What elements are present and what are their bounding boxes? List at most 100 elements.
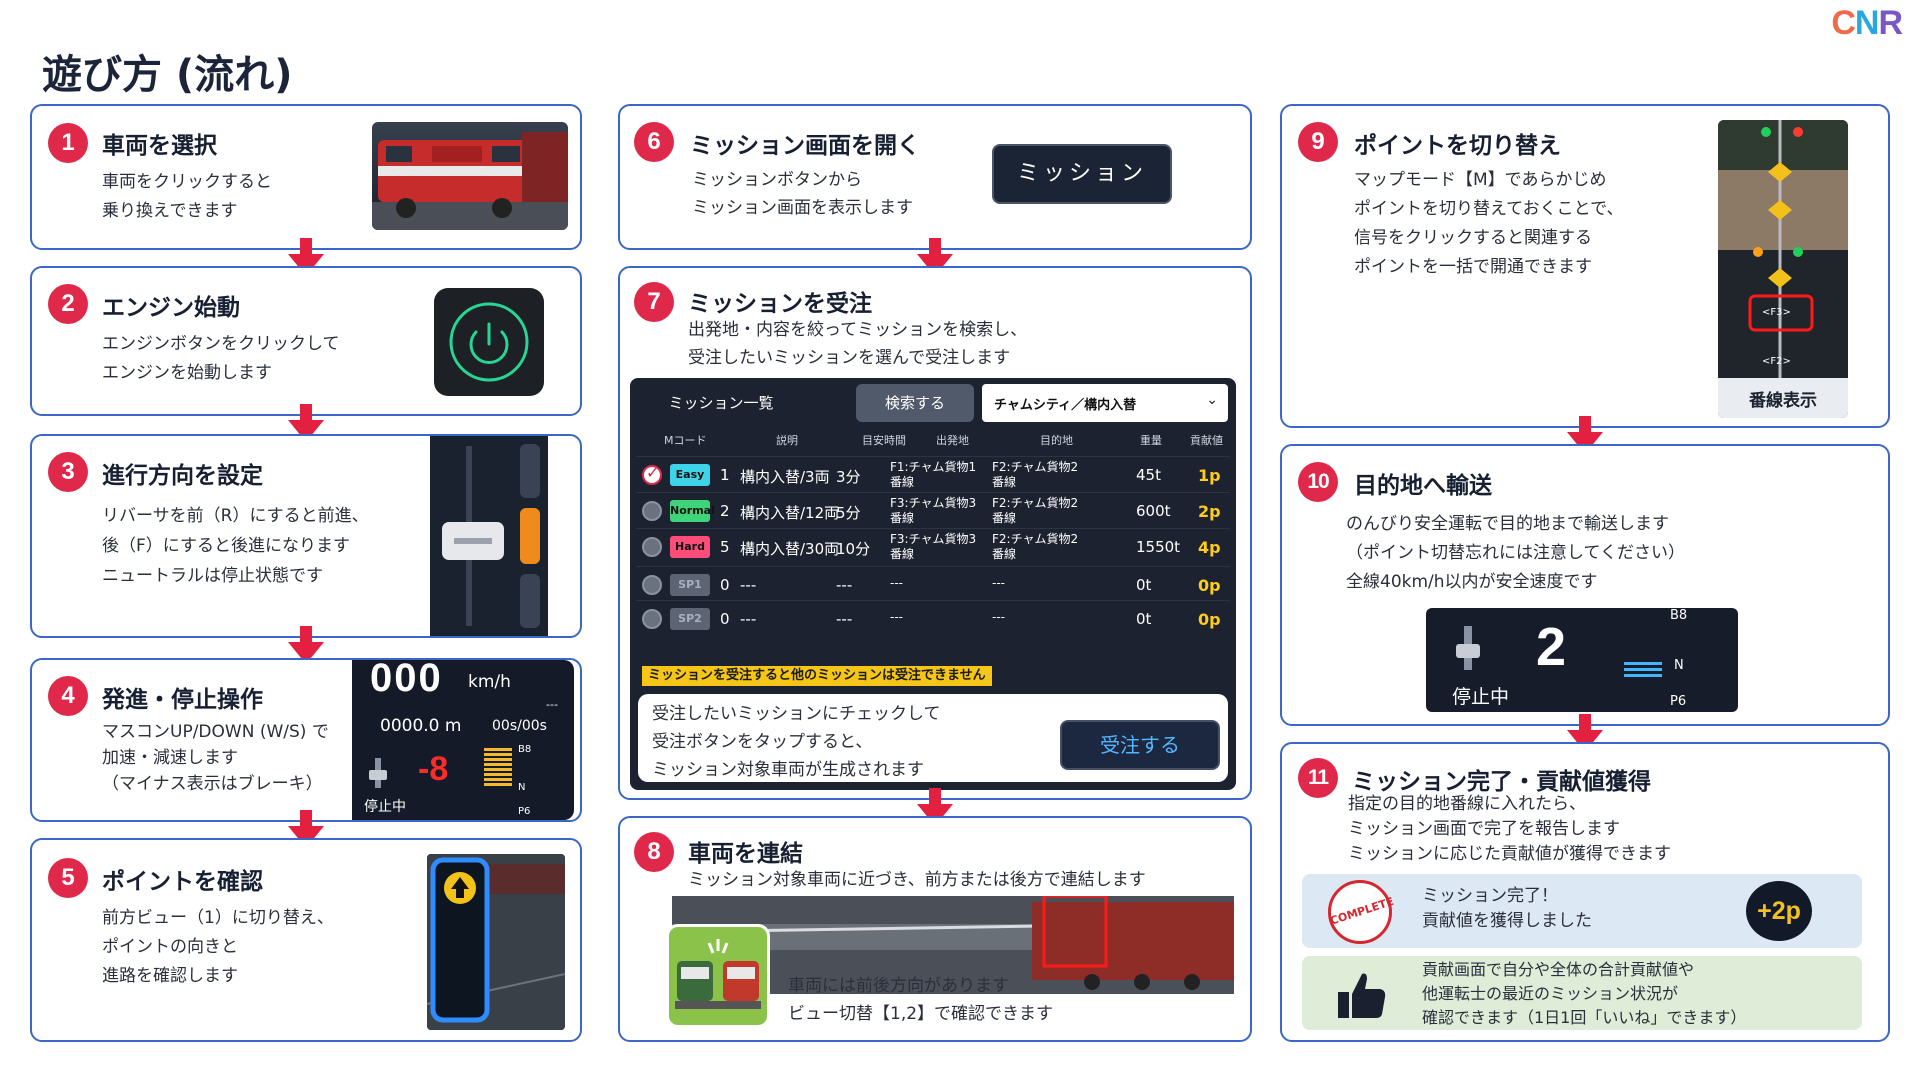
complete-msg-line: ミッション完了！ (1422, 886, 1558, 906)
accept-desc-line: 受注ボタンをタップすると、 (652, 732, 873, 752)
mission-checkbox[interactable]: ✓ (642, 463, 662, 485)
step-desc-line: ニュートラルは停止状態です (102, 566, 323, 586)
mission-checkbox[interactable] (642, 537, 662, 557)
difficulty-badge: SP2 (670, 608, 710, 630)
step-desc-line: ミッション対象車両に近づき、前方または後方で連結します (688, 870, 1146, 890)
train-image (372, 122, 568, 230)
mission-from: 番線 (890, 475, 915, 489)
mission-points: 2p (1198, 502, 1221, 521)
step-card-1: 1 車両を選択 車両をクリックすると 乗り換えできます (30, 104, 582, 250)
step-number: 3 (48, 452, 88, 492)
mission-checkbox[interactable] (642, 575, 662, 595)
step-title: ミッションを受注 (688, 291, 872, 317)
distance-readout: 0000.0 m (380, 716, 462, 736)
driving-hud: 000 km/h --- 0000.0 m 00s/00s -8 B8 N P6… (352, 660, 574, 820)
mission-checkbox[interactable] (642, 609, 662, 629)
mission-to: F2:チャム貨物2 (992, 496, 1079, 510)
step-title: エンジン始動 (102, 295, 240, 321)
mission-weight: 0t (1136, 610, 1152, 628)
mission-code: 2 (720, 502, 730, 520)
step-card-6: 6 ミッション画面を開く ミッションボタンから ミッション画面を表示します ミッ… (618, 104, 1252, 250)
step-desc-line: ポイントを一括で開通できます (1354, 257, 1592, 277)
step-number: 4 (48, 676, 88, 716)
mission-to: F2:チャム貨物2 (992, 532, 1079, 546)
mission-points: 4p (1198, 538, 1221, 557)
mission-from: F3:チャム貨物3 (890, 496, 977, 510)
notch-n: N (1674, 658, 1684, 673)
point-view-image (427, 854, 565, 1030)
tab-mission-list[interactable]: ミッション一覧 (634, 384, 808, 422)
filter-select[interactable]: チャムシティ／構内入替 ⌄ (982, 384, 1228, 422)
step-desc-line: のんびり安全運転で目的地まで輸送します (1346, 514, 1669, 534)
mission-from: --- (890, 576, 903, 590)
notch-p6: P6 (1670, 694, 1687, 709)
driving-hud: 2 停止中 B8 N P6 (1426, 608, 1738, 712)
step-number: 10 (1298, 462, 1338, 502)
mission-time: --- (836, 610, 853, 628)
community-msg-line: 確認できます（1日1回「いいね」できます） (1422, 1008, 1747, 1027)
mission-code: 0 (720, 610, 730, 628)
mission-desc: --- (740, 576, 757, 594)
step-title: 車両を連結 (688, 841, 803, 867)
check-icon: ✓ (646, 463, 660, 482)
map-f2-label: <F2> (1762, 356, 1791, 367)
step-card-7: 7 ミッションを受注 出発地・内容を絞ってミッションを検索し、 受注したいミッシ… (618, 266, 1252, 800)
notch-bars (1624, 662, 1662, 677)
step-number: 11 (1298, 758, 1338, 798)
step-card-3: 3 進行方向を設定 リバーサを前（R）にすると前進、 後（F）にすると後進になり… (30, 434, 582, 638)
notch-bars (484, 748, 512, 786)
step-desc-line: エンジンを始動します (102, 363, 272, 383)
mission-complete-banner: COMPLETE ミッション完了！ 貢献値を獲得しました +2p (1302, 874, 1862, 948)
community-msg-line: 貢献画面で自分や全体の合計貢献値や (1422, 960, 1695, 979)
mission-time: 3分 (836, 468, 861, 486)
step-card-4: 4 発進・停止操作 マスコンUP/DOWN (W/S) で 加速・減速します （… (30, 658, 582, 822)
mission-desc: 構内入替/3両 (740, 468, 830, 486)
step-title: 進行方向を設定 (102, 463, 263, 489)
mission-checkbox[interactable] (642, 501, 662, 521)
step-card-5: 5 ポイントを確認 前方ビュー（1）に切り替え、 ポイントの向きと 進路を確認し… (30, 838, 582, 1042)
step-title: 発進・停止操作 (102, 687, 263, 713)
step-desc-line: 乗り換えできます (102, 201, 238, 221)
mission-points: 1p (1198, 466, 1221, 485)
step-desc-line: ミッションに応じた貢献値が獲得できます (1348, 844, 1671, 864)
complete-stamp-text: COMPLETE (1328, 894, 1396, 928)
hud-dash: --- (546, 698, 558, 711)
map-f3-label: <F3> (1762, 307, 1791, 318)
accept-button[interactable]: 受注する (1060, 720, 1220, 770)
step-desc-line: マスコンUP/DOWN (W/S) で (102, 722, 329, 742)
engine-power-button[interactable] (434, 288, 544, 396)
thumbs-up-icon (1338, 973, 1386, 1018)
train-direction-icon (666, 924, 770, 1028)
step-desc-line: 前方ビュー（1）に切り替え、 (102, 908, 334, 928)
mission-code: 1 (720, 466, 730, 484)
step-desc-line: 出発地・内容を絞ってミッションを検索し、 (688, 320, 1028, 340)
accept-area: 受注したいミッションにチェックして 受注ボタンをタップすると、 ミッション対象車… (638, 694, 1228, 782)
step-number: 5 (48, 858, 88, 898)
step-number: 6 (634, 122, 674, 162)
mission-time: 5分 (836, 504, 861, 522)
step-desc-line: 信号をクリックすると関連する (1354, 228, 1592, 248)
column-header: 貢献値 (1190, 434, 1223, 447)
mission-from: 番線 (890, 511, 915, 525)
mission-to: --- (992, 576, 1005, 590)
mission-button[interactable]: ミッション (992, 144, 1172, 204)
mission-from: 番線 (890, 547, 915, 561)
filter-select-value: チャムシティ／構内入替 (994, 398, 1137, 413)
step-desc-line: （ポイント切替忘れには注意してください） (1346, 543, 1685, 563)
step-title: 目的地へ輸送 (1354, 473, 1492, 499)
step-card-8: 8 車両を連結 ミッション対象車両に近づき、前方または後方で連結します 車両には… (618, 816, 1252, 1042)
notch-n: N (518, 782, 526, 793)
search-button[interactable]: 検索する (856, 384, 974, 422)
step-number: 8 (634, 832, 674, 872)
mission-from: F1:チャム貨物1 (890, 460, 977, 474)
column-header: 目的地 (1040, 434, 1073, 447)
column-header: 出発地 (936, 434, 969, 447)
reverser-lever[interactable] (430, 436, 548, 636)
step-desc-line: 指定の目的地番線に入れたら、 (1348, 794, 1586, 814)
step-number: 2 (48, 284, 88, 324)
